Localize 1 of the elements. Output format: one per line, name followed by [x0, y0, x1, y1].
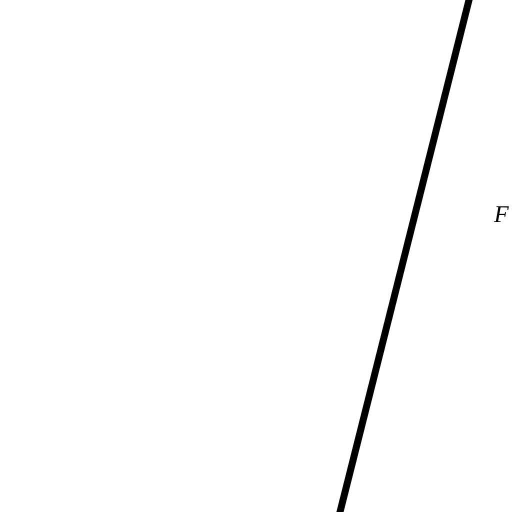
variable-label: F [494, 203, 509, 227]
